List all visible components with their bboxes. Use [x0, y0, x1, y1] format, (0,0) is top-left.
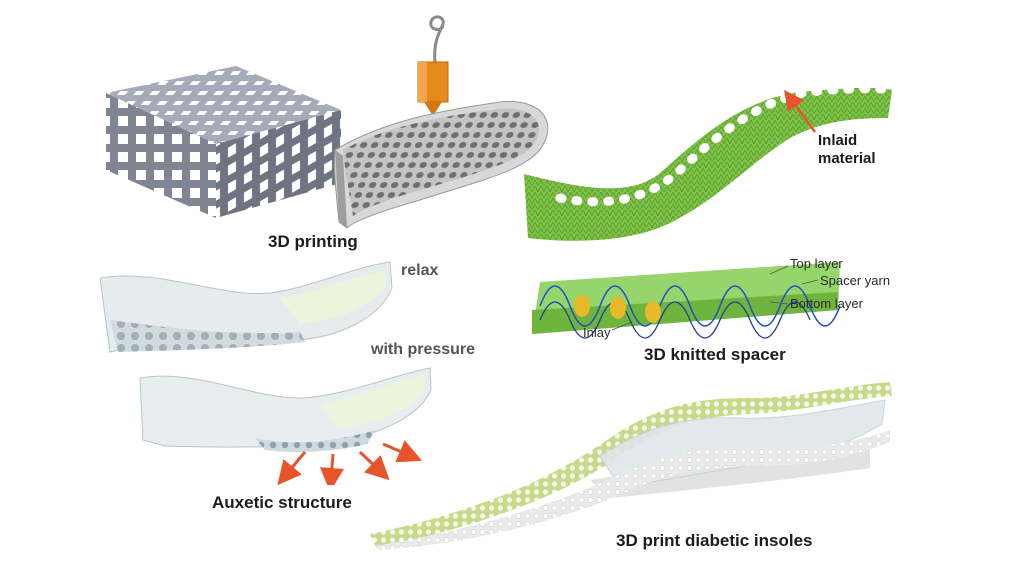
label-auxetic-structure: Auxetic structure	[212, 493, 352, 512]
pressed-insole-illustration	[139, 367, 432, 485]
label-3d-print-diabetic-insoles: 3D print diabetic insoles	[616, 531, 813, 550]
label-inlaid-material: Inlaid material	[818, 132, 876, 167]
knit-strip-illustration	[524, 84, 897, 241]
knitted-spacer-diagram	[532, 262, 841, 339]
callout-top-layer: Top layer	[790, 256, 843, 271]
label-3d-printing: 3D printing	[268, 232, 358, 251]
callout-spacer-yarn: Spacer yarn	[820, 273, 891, 288]
print-nozzle-insole-illustration	[333, 15, 549, 229]
callout-inlay: Inlay	[583, 325, 611, 340]
callout-bottom-layer: Bottom layer	[790, 296, 863, 311]
diabetic-insole-illustration	[370, 382, 892, 550]
relaxed-insole-illustration	[100, 261, 393, 353]
lattice-cube-illustration	[106, 66, 341, 218]
label-3d-knitted-spacer: 3D knitted spacer	[644, 345, 786, 364]
label-relax: relax	[401, 262, 439, 279]
label-with-pressure: with pressure	[371, 341, 476, 358]
